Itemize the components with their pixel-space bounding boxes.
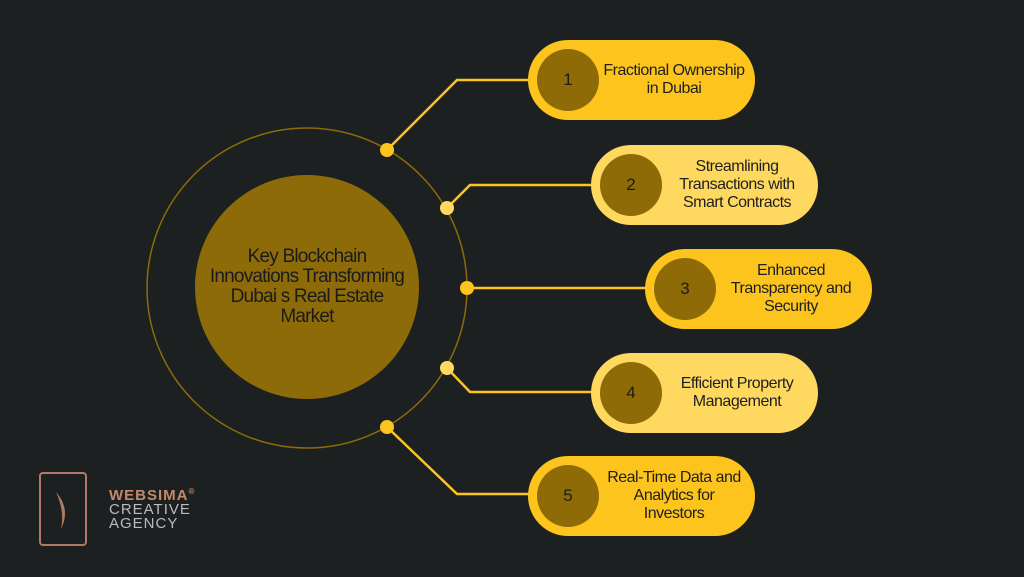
dot-4: [440, 361, 454, 375]
item-number: 2: [600, 154, 662, 216]
brand-registered-mark: ®: [188, 487, 196, 496]
connector-5: [386, 426, 530, 496]
dot-3: [460, 281, 474, 295]
center-circle: Key Blockchain Innovations Transforming …: [195, 175, 419, 399]
item-pill-5: 5 Real-Time Data and Analytics for Inves…: [528, 456, 755, 536]
item-pill-1: 1 Fractional Ownership in Dubai: [528, 40, 755, 120]
brand-line-3: AGENCY: [109, 515, 179, 532]
websima-logo-icon: [39, 472, 87, 546]
dot-5: [380, 420, 394, 434]
item-number: 3: [654, 258, 716, 320]
item-number: 4: [600, 362, 662, 424]
item-pill-2: 2 Streamlining Transactions with Smart C…: [591, 145, 818, 225]
item-label: Streamlining Transactions with Smart Con…: [679, 158, 795, 211]
dot-1: [380, 143, 394, 157]
item-label: Fractional Ownership in Dubai: [603, 62, 745, 97]
brand-line-2: CREATIVE: [109, 501, 191, 518]
item-label: Efficient Property Management: [680, 375, 794, 410]
dot-2: [440, 201, 454, 215]
item-number: 5: [537, 465, 599, 527]
connector-2: [446, 183, 593, 209]
item-number: 1: [537, 49, 599, 111]
center-title: Key Blockchain Innovations Transforming …: [209, 246, 405, 327]
brand-name: WEBSIMA: [109, 487, 189, 504]
item-label: Enhanced Transparency and Security: [730, 262, 852, 315]
item-pill-3: 3 Enhanced Transparency and Security: [645, 249, 872, 329]
connector-1: [386, 78, 530, 151]
item-pill-4: 4 Efficient Property Management: [591, 353, 818, 433]
brand-text: WEBSIMA® CREATIVE AGENCY: [109, 485, 195, 531]
item-label: Real-Time Data and Analytics for Investo…: [607, 469, 741, 522]
connector-4: [446, 367, 593, 394]
